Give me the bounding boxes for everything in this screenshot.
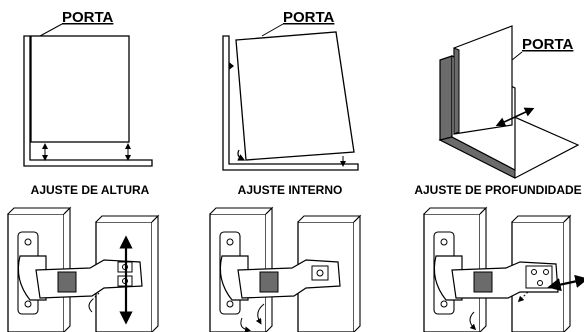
door-label-3: PORTA bbox=[522, 36, 574, 53]
door-2-tilted bbox=[235, 31, 355, 161]
door-3-edge bbox=[453, 47, 460, 135]
door-1 bbox=[30, 35, 130, 143]
internal-rotate-arrow bbox=[237, 149, 246, 161]
door-label-2: PORTA bbox=[283, 9, 335, 26]
door-label-leader-1 bbox=[39, 23, 63, 37]
cabinet-frame-1 bbox=[23, 35, 153, 167]
door-label-leader-2 bbox=[261, 23, 284, 37]
cabinet-frame-2 bbox=[222, 35, 359, 171]
panel-depth-adjustment: PORTA AJUSTE DE PROFUNDIDADE bbox=[414, 25, 582, 197]
door-label-leader-3 bbox=[511, 51, 523, 61]
hinge-detail-height bbox=[7, 206, 160, 332]
hinge-detail-depth bbox=[423, 206, 584, 332]
cabinet-side-edge bbox=[439, 55, 453, 141]
caption-height: AJUSTE DE ALTURA bbox=[31, 183, 150, 197]
caption-internal: AJUSTE INTERNO bbox=[238, 183, 343, 197]
panel-height-adjustment: PORTA AJUSTE DE ALTURA bbox=[23, 9, 153, 197]
internal-mark-top bbox=[229, 62, 234, 70]
depth-arrow bbox=[495, 107, 535, 127]
caption-depth: AJUSTE DE PROFUNDIDADE bbox=[414, 183, 581, 197]
panel-internal-adjustment: PORTA AJUSTE INTERNO bbox=[222, 9, 359, 197]
door-label-1: PORTA bbox=[62, 9, 114, 26]
hinge-detail-internal bbox=[209, 206, 362, 332]
door-3 bbox=[453, 25, 513, 135]
